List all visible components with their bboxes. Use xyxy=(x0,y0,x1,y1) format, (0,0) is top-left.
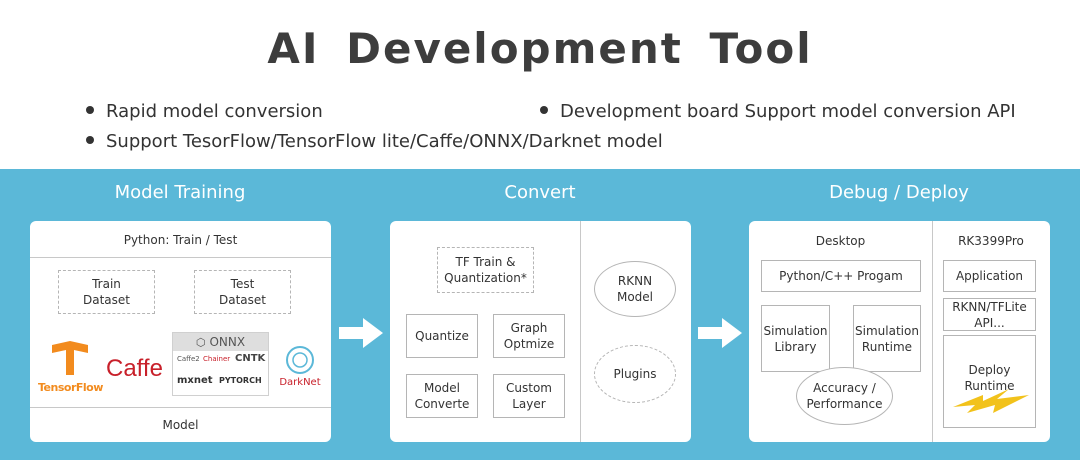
rk3399pro-label: RK3399Pro xyxy=(958,234,1024,248)
divider xyxy=(932,221,933,442)
onnx-logo-group: ⬡ONNX Caffe2 Chainer CNTK mxnet PYTORCH xyxy=(172,332,269,396)
rknn-tflite-api-box: RKNN/TFLite API... xyxy=(943,298,1036,331)
deploy-card: Desktop Python/C++ Progam Simulation Lib… xyxy=(749,221,1050,442)
bullet-board: Development board Support model conversi… xyxy=(540,101,1016,122)
bullet-text: Development board Support model conversi… xyxy=(560,101,1016,122)
convert-header: Convert xyxy=(504,182,576,203)
arrow-icon xyxy=(698,318,742,348)
tensorflow-label: TensorFlow xyxy=(38,381,103,394)
bullet-dot xyxy=(86,106,94,114)
graph-optimize-box: Graph Optmize xyxy=(493,314,565,358)
python-train-test-label: Python: Train / Test xyxy=(123,233,238,247)
tf-train-box: TF Train & Quantization* xyxy=(437,247,534,293)
convert-card: TF Train & Quantization* Quantize Graph … xyxy=(390,221,691,442)
caffe2-logo: Caffe2 xyxy=(177,355,200,363)
application-box: Application xyxy=(943,260,1036,292)
python-cpp-box: Python/C++ Progam xyxy=(761,260,921,292)
bullet-text: Support TesorFlow/TensorFlow lite/Caffe/… xyxy=(106,131,663,152)
darknet-logo: DarkNet xyxy=(276,345,324,393)
test-dataset-box: Test Dataset xyxy=(194,270,291,314)
bullet-rapid: Rapid model conversion xyxy=(86,101,323,122)
simulation-library-box: Simulation Library xyxy=(761,305,830,372)
chainer-logo: Chainer xyxy=(203,355,231,363)
rknn-model-oval: RKNN Model xyxy=(594,261,676,317)
bullet-support: Support TesorFlow/TensorFlow lite/Caffe/… xyxy=(86,131,663,152)
deploy-runtime-label: Deploy Runtime xyxy=(964,363,1015,393)
darknet-label: DarkNet xyxy=(279,377,321,388)
mxnet-logo: mxnet xyxy=(177,375,213,386)
simulation-runtime-box: Simulation Runtime xyxy=(853,305,921,372)
lightning-icon xyxy=(953,389,1029,413)
bullet-text: Rapid model conversion xyxy=(106,101,323,122)
arrow-icon xyxy=(339,318,383,348)
model-label: Model xyxy=(162,418,199,432)
deploy-runtime-box: Deploy Runtime xyxy=(943,335,1036,428)
train-dataset-box: Train Dataset xyxy=(58,270,155,314)
darknet-icon xyxy=(286,346,314,374)
desktop-label: Desktop xyxy=(815,234,866,248)
custom-layer-box: Custom Layer xyxy=(493,374,565,418)
accuracy-performance-oval: Accuracy / Performance xyxy=(796,367,893,425)
divider xyxy=(30,407,331,408)
bullet-dot xyxy=(540,106,548,114)
divider xyxy=(30,257,331,258)
onnx-label: ONNX xyxy=(209,335,246,349)
model-converte-box: Model Converte xyxy=(406,374,478,418)
plugins-oval: Plugins xyxy=(594,345,676,403)
model-training-header: Model Training xyxy=(114,182,246,203)
caffe-logo: Caffe xyxy=(106,355,163,382)
quantize-box: Quantize xyxy=(406,314,478,358)
cntk-logo: CNTK xyxy=(235,353,266,364)
divider xyxy=(580,221,581,442)
onnx-logo: ⬡ONNX xyxy=(173,333,268,351)
onnx-icon: ⬡ xyxy=(195,335,206,349)
page-title: AI Development Tool xyxy=(267,24,813,73)
bullet-dot xyxy=(86,136,94,144)
tensorflow-icon xyxy=(52,341,88,375)
model-training-card: Python: Train / Test Train Dataset Test … xyxy=(30,221,331,442)
pytorch-logo: PYTORCH xyxy=(219,376,262,385)
tensorflow-logo: TensorFlow xyxy=(38,341,103,394)
deploy-header: Debug / Deploy xyxy=(829,182,969,203)
